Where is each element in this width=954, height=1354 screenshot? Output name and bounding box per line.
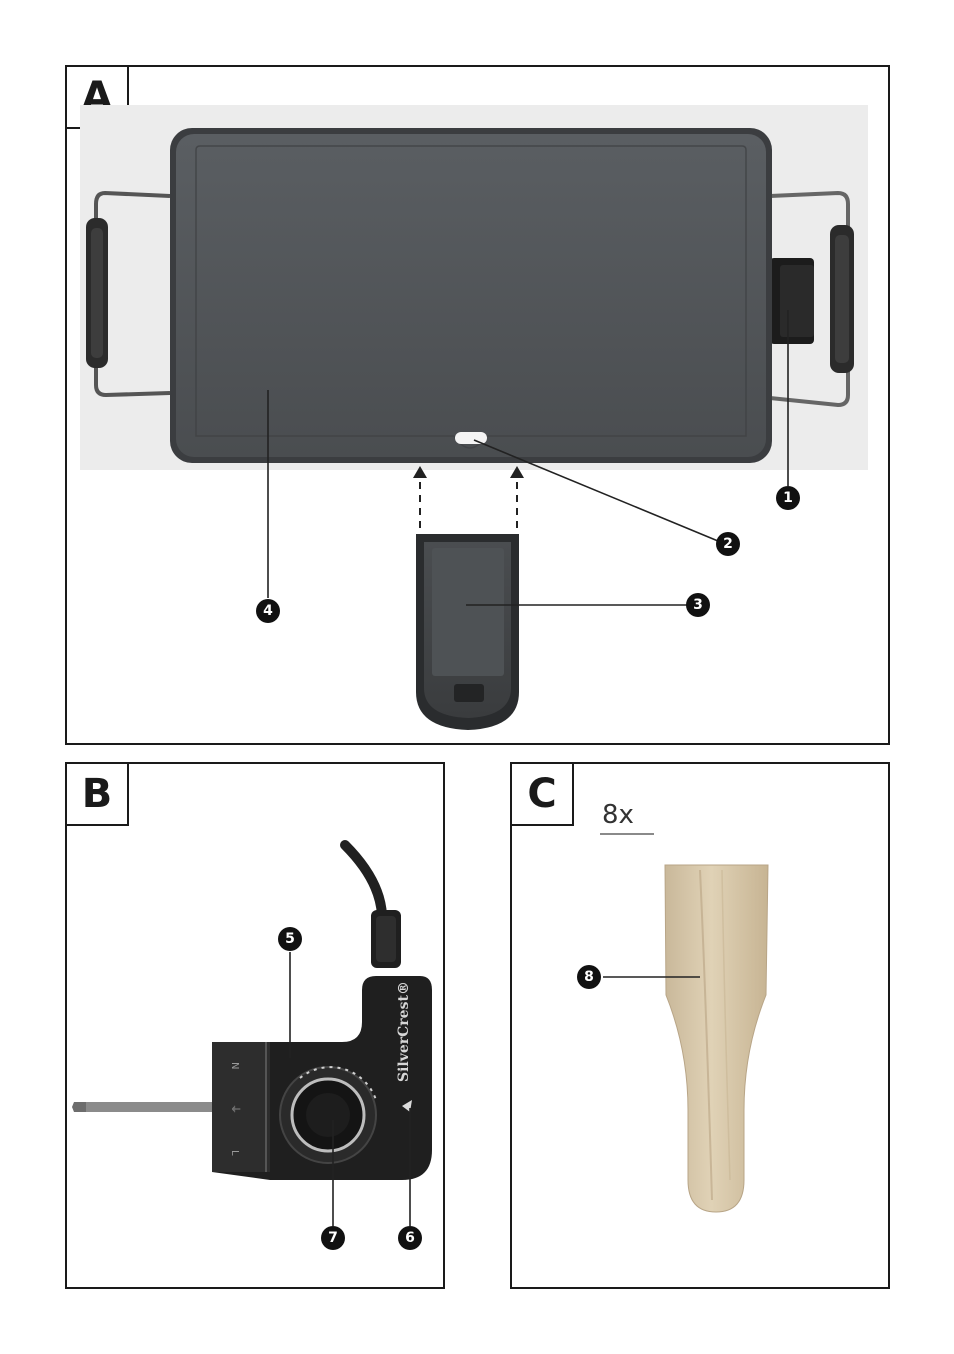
callout-5: 5: [278, 927, 302, 951]
callout-6: 6: [398, 1226, 422, 1250]
griddle-plate: [170, 128, 772, 463]
controller-label-ground: ⏚: [229, 1104, 241, 1114]
controller-label-l: L: [229, 1150, 240, 1156]
callout-7: 7: [321, 1226, 345, 1250]
controller-label-n: N: [229, 1062, 240, 1069]
quantity-label: 8x: [602, 800, 634, 830]
callout-3: 3: [686, 593, 710, 617]
drip-tray: [416, 534, 519, 730]
brand-text: SilverCrest®: [396, 981, 412, 1082]
callout-1: 1: [776, 486, 800, 510]
wooden-spatula: [665, 865, 768, 1212]
callout-2: 2: [716, 532, 740, 556]
callout-8: 8: [577, 965, 601, 989]
thermostat-controller: [72, 845, 432, 1180]
insertion-arrows: [413, 466, 524, 528]
drain-opening: [455, 432, 487, 444]
callout-4: 4: [256, 599, 280, 623]
